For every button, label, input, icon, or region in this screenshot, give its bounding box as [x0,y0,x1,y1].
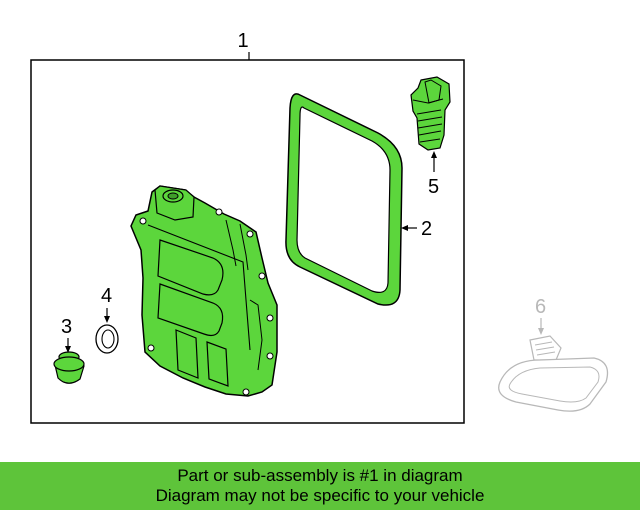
gasket-part [285,93,403,306]
arrowhead-6 [538,328,544,335]
callout-1: 1 [237,30,248,52]
callout-3: 3 [61,316,72,338]
arrowhead-4 [104,316,110,323]
footer-line-2: Diagram may not be specific to your vehi… [155,486,485,505]
filter-part [498,335,609,412]
callout-2: 2 [421,218,432,240]
arrowhead-3 [65,346,71,353]
assembly-frame [30,59,465,424]
arrowhead-5 [431,151,437,158]
callout-5: 5 [428,176,439,198]
arrowhead-2 [401,225,408,231]
callout-6: 6 [535,296,546,318]
footer-line-1: Part or sub-assembly is #1 in diagram [177,466,463,485]
callout-4: 4 [101,285,112,307]
footer-banner: Part or sub-assembly is #1 in diagram Di… [0,462,640,510]
drain-plug-part [53,351,85,384]
valve-body-part [130,185,278,397]
connector-part [410,76,451,151]
washer-part [95,324,119,354]
parts-diagram: 1 2 5 [30,30,609,424]
